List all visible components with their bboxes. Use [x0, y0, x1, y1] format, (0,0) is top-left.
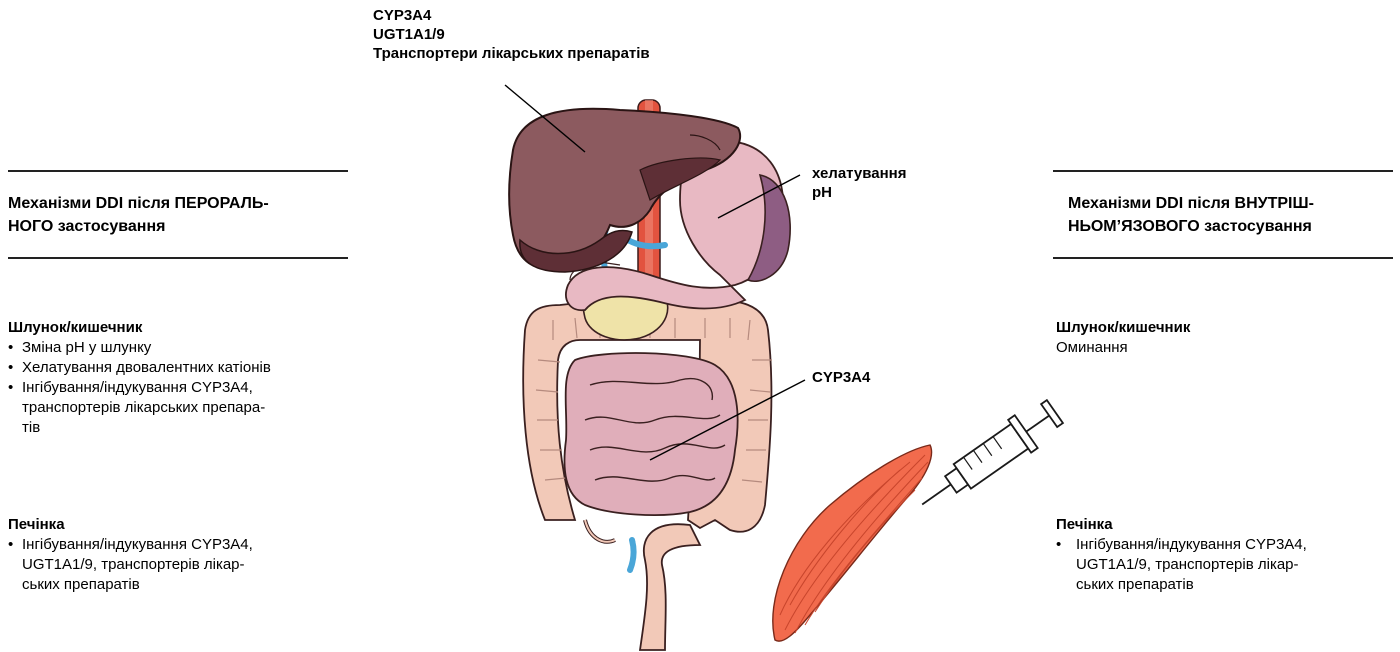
muscle-illustration	[773, 445, 932, 641]
liver-label-line-2: UGT1A1/9	[373, 25, 650, 44]
liver-label-line-1: CYP3A4	[373, 6, 650, 25]
intestine-label: CYP3A4	[812, 368, 870, 387]
liver-label-line-3: Транспортери лікарських препаратів	[373, 44, 650, 63]
stomach-label: хелатування pH	[812, 164, 906, 202]
stomach-label-line-1: хелатування	[812, 164, 906, 183]
small-intestine-illustration	[564, 353, 737, 515]
liver-label: CYP3A4 UGT1A1/9 Транспортери лікарських …	[373, 6, 650, 63]
stomach-label-line-2: pH	[812, 183, 906, 202]
syringe-icon	[911, 395, 1067, 521]
